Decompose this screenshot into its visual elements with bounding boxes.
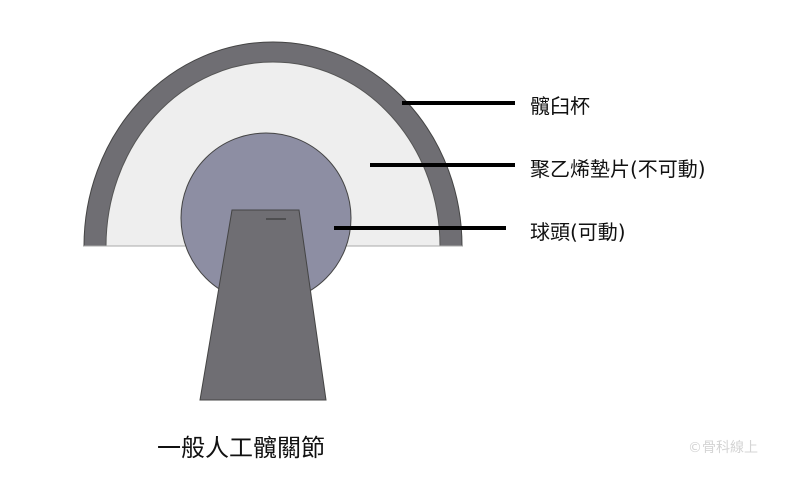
watermark: ©骨科線上 (688, 440, 758, 456)
label-ball-head: 球頭(可動) (530, 220, 626, 244)
label-polyethylene: 聚乙烯墊片(不可動) (530, 157, 706, 181)
femoral-stem (199, 209, 327, 401)
label-acetabulum: 髖臼杯 (530, 94, 590, 118)
diagram-title: 一般人工髖關節 (157, 434, 325, 462)
